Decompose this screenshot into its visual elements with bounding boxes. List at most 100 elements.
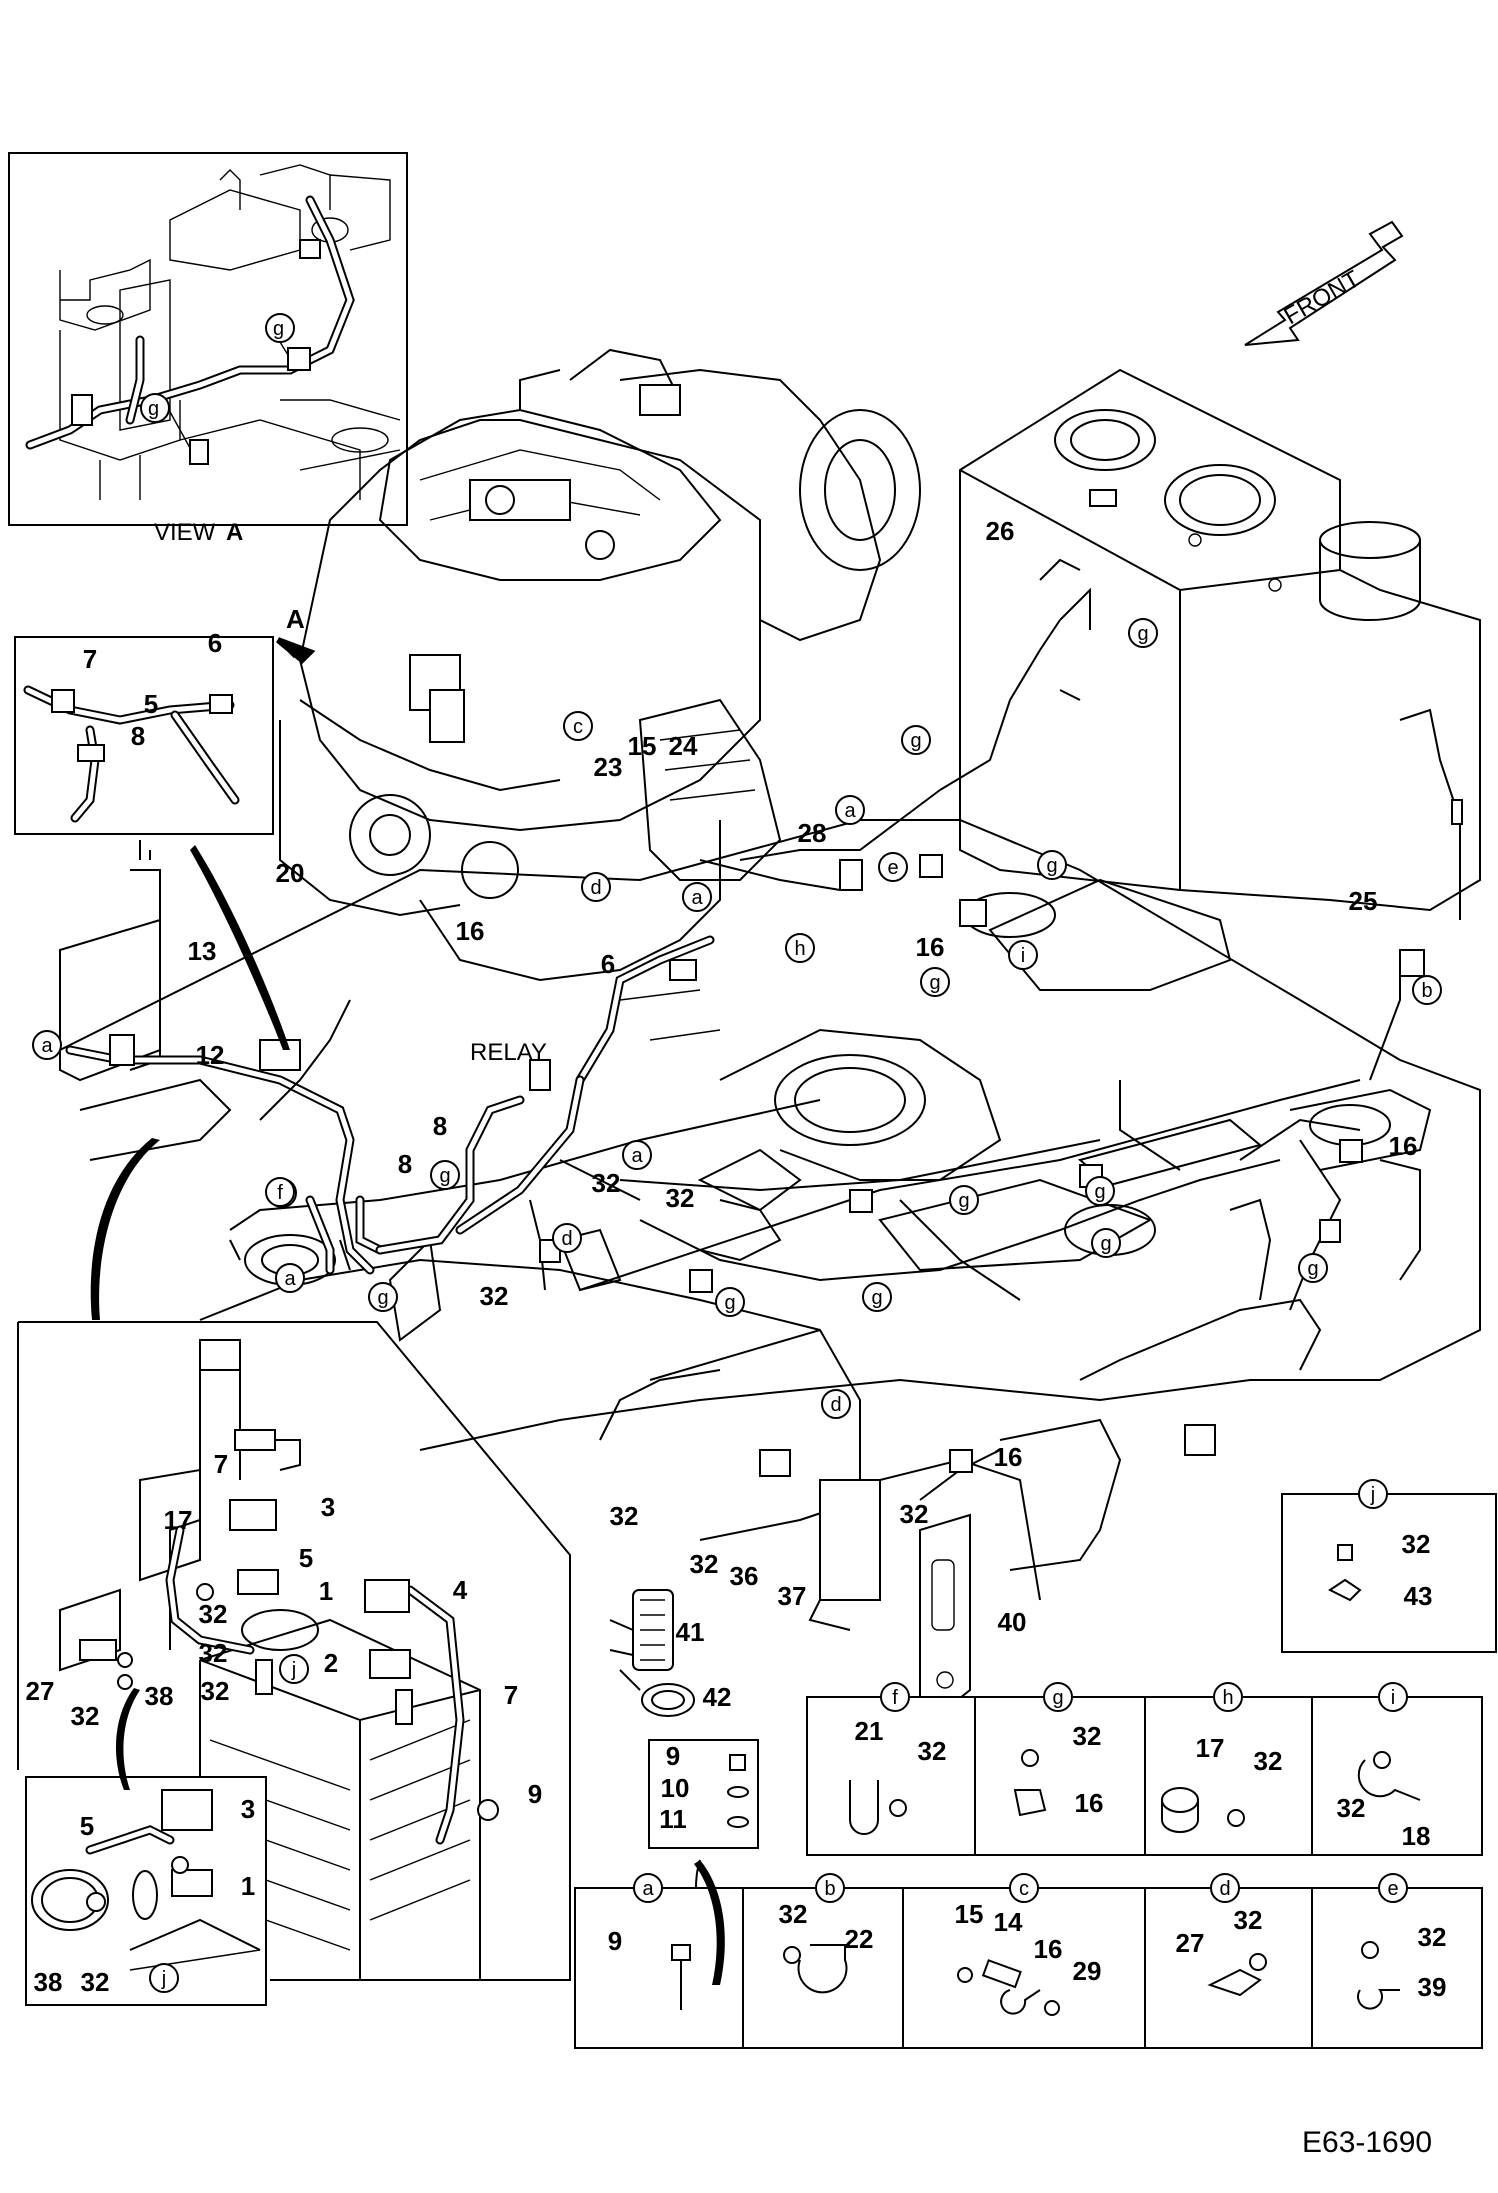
detail-row-2 [574,1887,1483,2049]
detail-e-letter: e [1378,1873,1408,1903]
battery-callout-11: 38 [145,1681,174,1711]
inset-letter-0: j [149,1963,179,1993]
main-letter-13: g [430,1160,460,1190]
detail-d-callout-1: 32 [1234,1905,1263,1935]
detail-j-letter: j [1358,1479,1388,1509]
main-callout-14: 5 [144,689,158,719]
connector-group [609,1513,971,1717]
main-callout-6: 20 [276,858,305,888]
detail-f-callout-1: 32 [918,1736,947,1766]
svg-text:g: g [724,1292,735,1314]
battery-callout-8: 2 [324,1648,338,1678]
main-letter-19: g [949,1185,979,1215]
main-callout-2: 16 [1389,1131,1418,1161]
detail-e-callout-0: 32 [1418,1922,1447,1952]
detail-g-callout-1: 16 [1075,1788,1104,1818]
detail-c-callout-3: 29 [1073,1956,1102,1986]
svg-text:g: g [929,972,940,994]
svg-text:f: f [892,1687,898,1709]
svg-text:f: f [277,1182,283,1204]
battery-callout-2: 17 [164,1505,193,1535]
main-letter-16: g [368,1282,398,1312]
fuel-tank [959,368,1481,920]
view-a-inset: g g VIEW A [8,152,408,546]
main-callout-8: 12 [196,1040,225,1070]
main-letter-0: g [1128,618,1158,648]
battery-callout-13: 7 [504,1680,518,1710]
leader-swooshes [90,845,725,1985]
detail-b-callout-1: 22 [845,1924,874,1954]
view-a-letter-0: g [273,318,284,340]
view-a-caption: VIEW [154,519,216,546]
main-callout-13: 7 [83,644,97,674]
main-callout-0: 26 [986,516,1015,546]
main-callout-18: 24 [669,731,698,761]
main-callout-4: 16 [994,1442,1023,1472]
small-part-1: 10 [661,1773,690,1803]
detail-f-callout-0: 21 [855,1716,884,1746]
main-callout-9: 8 [433,1111,447,1141]
battery-callout-0: 7 [214,1449,228,1479]
main-callout-30: 42 [703,1682,732,1712]
main-letter-3: g [1037,850,1067,880]
svg-text:c: c [573,716,583,738]
main-letter-22: g [920,967,950,997]
battery-callout-7: 32 [199,1638,228,1668]
main-callout-19: 28 [798,818,827,848]
relay-label: RELAY [470,1039,547,1066]
main-letter-2: a [835,795,865,825]
engine-assembly [279,348,921,982]
inset-callout-4: 32 [81,1967,110,1997]
inset-callout-0: 5 [80,1811,94,1841]
inset-callout-2: 1 [241,1871,255,1901]
svg-text:a: a [691,887,703,909]
main-letter-10: c [563,711,593,741]
main-callout-11: 6 [601,949,615,979]
svg-text:g: g [377,1287,388,1309]
battery-callout-10: 32 [71,1701,100,1731]
main-letter-1: g [901,725,931,755]
main-callout-15: 8 [131,721,145,751]
figure-code: E63-1690 [1302,2126,1432,2159]
main-letter-24: d [821,1389,851,1419]
detail-c-letter: c [1009,1873,1039,1903]
svg-text:g: g [1046,855,1057,877]
main-letter-23: g [1085,1176,1115,1206]
detail-d-callout-0: 27 [1176,1928,1205,1958]
main-callout-17: 15 [628,731,657,761]
svg-text:d: d [590,877,601,899]
detail-j-callout-0: 32 [1402,1529,1431,1559]
battery-callout-9: 27 [26,1676,55,1706]
wire-harness [65,587,1425,1631]
svg-text:i: i [1391,1687,1395,1709]
view-a-arrow-letter: A [286,604,305,634]
svg-text:a: a [631,1145,643,1167]
view-a-letter-1: g [148,398,159,420]
svg-text:g: g [1052,1687,1063,1709]
main-callout-1: 25 [1349,886,1378,916]
main-letter-12: a [622,1140,652,1170]
detail-c-callout-0: 15 [955,1899,984,1929]
detail-c-callout-2: 16 [1034,1934,1063,1964]
detail-b-callout-0: 32 [779,1899,808,1929]
view-a-caption-letter: A [226,519,243,546]
detail-g-callout-0: 32 [1073,1721,1102,1751]
detail-i-letter: i [1378,1682,1408,1712]
main-callout-29: 41 [676,1617,705,1647]
svg-text:e: e [887,857,898,879]
svg-text:g: g [871,1287,882,1309]
main-callout-21: 32 [666,1183,695,1213]
inset-callout-3: 38 [34,1967,63,1997]
inset-callout-1: 3 [241,1794,255,1824]
svg-text:g: g [439,1165,450,1187]
svg-text:h: h [794,938,805,960]
svg-text:d: d [1219,1878,1230,1900]
battery-callout-12: 32 [201,1676,230,1706]
detail-j-callout-1: 43 [1404,1581,1433,1611]
main-callout-24: 32 [690,1549,719,1579]
detail-h-callout-1: 32 [1254,1746,1283,1776]
svg-text:i: i [1021,945,1025,967]
main-callout-5: 16 [456,916,485,946]
main-letter-17: g [715,1287,745,1317]
